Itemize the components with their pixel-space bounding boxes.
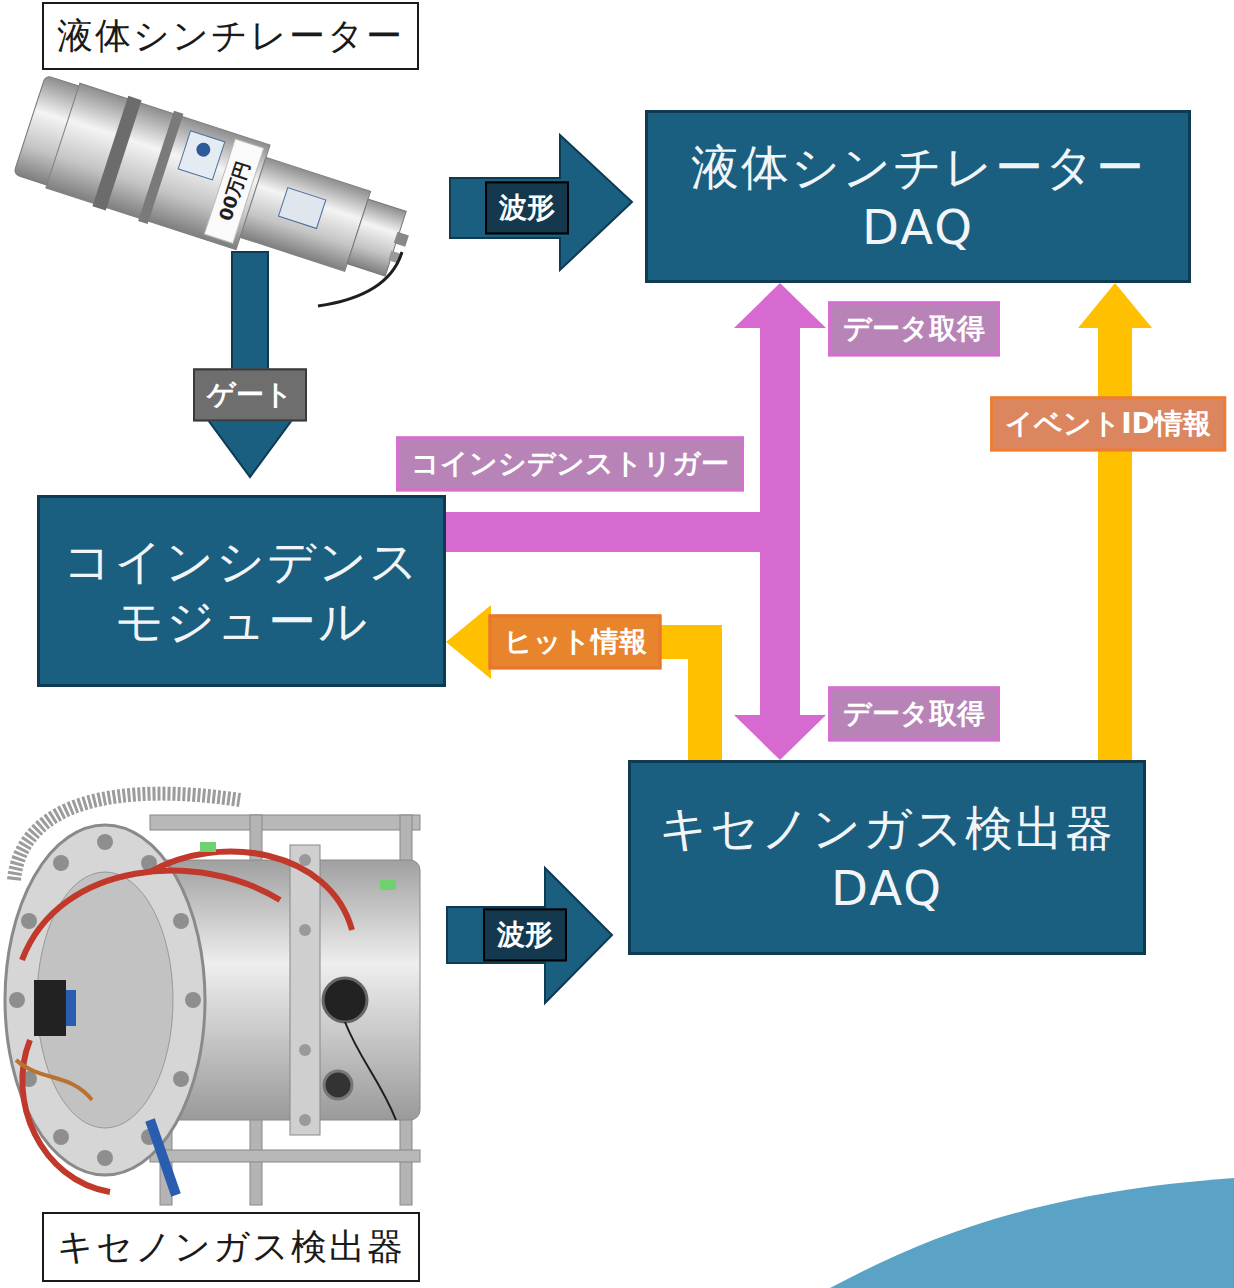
maker-label <box>278 188 325 229</box>
cable <box>318 252 402 306</box>
arrow-shaft <box>446 532 780 715</box>
cable <box>345 1022 396 1120</box>
arrow-head <box>446 605 491 679</box>
maker-label <box>178 131 225 180</box>
frame-bar <box>150 1150 420 1162</box>
tube-ring <box>138 111 183 224</box>
bolt <box>299 1114 311 1126</box>
bolt <box>21 913 37 929</box>
gate-arrow <box>208 252 292 477</box>
feedthrough <box>66 990 76 1026</box>
node-text: コインシデンス モジュール <box>60 531 423 651</box>
red-cable <box>150 851 352 930</box>
arrow-shaft <box>1098 328 1132 760</box>
arrow-head <box>734 283 826 328</box>
waveform-arrow <box>450 135 632 270</box>
gauge <box>324 1071 352 1099</box>
event-id-arrow <box>1078 283 1152 760</box>
module-box: コインシデンス モジュール <box>37 495 446 687</box>
vessel-flange <box>290 845 320 1135</box>
connector <box>394 232 409 247</box>
bolt <box>97 1150 113 1166</box>
frame-bar <box>150 815 420 830</box>
bolt <box>299 1044 311 1056</box>
red-cable <box>22 871 280 960</box>
decor-wave <box>830 1178 1234 1288</box>
feedthrough <box>34 980 66 1036</box>
bolt <box>97 834 113 850</box>
trigger-arrow <box>446 532 826 760</box>
copper-wire <box>16 1060 92 1100</box>
gauge <box>323 978 367 1022</box>
tag <box>200 842 216 852</box>
bolt <box>53 1129 69 1145</box>
signal-label: コインシデンストリガー <box>396 436 744 491</box>
node-text: 液体シンチレーター DAQ <box>668 137 1168 257</box>
photo-caption: キセノンガス検出器 <box>42 1212 420 1282</box>
bolt <box>9 992 25 1008</box>
red-cable <box>22 1040 110 1192</box>
tube-body <box>46 83 270 249</box>
scintillator-photo <box>12 70 424 302</box>
signal-label: イベントID情報 <box>990 396 1226 451</box>
trigger-arrow <box>446 283 826 532</box>
daq-box: キセノンガス検出器 DAQ <box>628 760 1146 955</box>
signal-label: ヒット情報 <box>489 614 662 669</box>
node-text: 液体シンチレーター <box>57 13 404 60</box>
signal-label: 波形 <box>485 181 569 234</box>
tube-ring <box>92 96 141 211</box>
arrow-shaft <box>446 328 780 532</box>
bolt <box>299 924 311 936</box>
arrow-head <box>734 715 826 760</box>
bolt <box>173 1071 189 1087</box>
waveform-arrow <box>447 868 612 1003</box>
signal-label: データ取得 <box>828 686 1000 741</box>
xenon-detector-photo <box>5 794 420 1205</box>
blue-tube <box>150 1120 176 1195</box>
photo-caption: 液体シンチレーター <box>42 2 419 70</box>
node-text: キセノンガス検出器 DAQ <box>651 798 1123 918</box>
bolt <box>185 992 201 1008</box>
bolt <box>173 913 189 929</box>
end-flange <box>5 825 205 1175</box>
signal-label: 波形 <box>483 908 567 961</box>
arrow-head <box>1078 283 1152 328</box>
daq-box: 液体シンチレーター DAQ <box>645 110 1191 283</box>
hit-arrow <box>446 605 705 760</box>
bolt <box>299 854 311 866</box>
signal-label: ゲート <box>193 368 307 421</box>
bolt <box>53 855 69 871</box>
maker-logo <box>195 141 213 159</box>
tag <box>380 880 396 890</box>
signal-label: データ取得 <box>828 301 1000 356</box>
node-text: キセノンガス検出器 <box>57 1224 405 1271</box>
sticker-text: 00万円 <box>213 158 256 224</box>
